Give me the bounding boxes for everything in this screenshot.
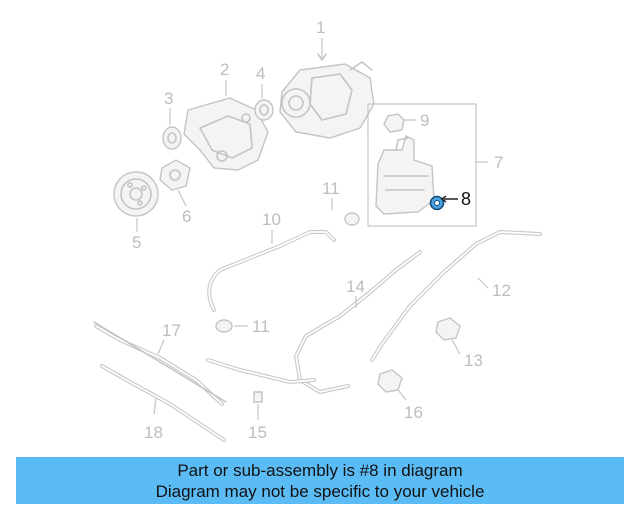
- hose-part-10: [207, 230, 336, 312]
- callout-7: 7: [494, 153, 503, 172]
- clip-part-15: [253, 391, 263, 420]
- gasket-part-6: [159, 159, 191, 207]
- callout-15: 15: [248, 423, 267, 442]
- callout-2: 2: [220, 60, 229, 79]
- pump-part-1: [279, 38, 375, 139]
- callout-1: 1: [316, 18, 325, 37]
- callout-4: 4: [256, 64, 265, 83]
- callout-11-lower: 11: [252, 317, 270, 336]
- callout-9: 9: [420, 111, 429, 130]
- bushing-part-4: [254, 84, 274, 121]
- callout-6: 6: [182, 207, 191, 226]
- caption-banner: Part or sub-assembly is #8 in diagram Di…: [16, 457, 624, 504]
- callout-5: 5: [132, 233, 141, 252]
- cooler-part-17: [93, 321, 227, 406]
- callout-14: 14: [346, 277, 365, 296]
- caption-line-2: Diagram may not be specific to your vehi…: [155, 482, 485, 501]
- callout-13: 13: [464, 351, 483, 370]
- reservoir-part-7: [367, 103, 488, 227]
- bracket-part-2: [183, 80, 269, 171]
- cap-part-9: [383, 113, 416, 133]
- fitting-part-16: [377, 369, 407, 401]
- clamp-part-11-lower: [215, 319, 248, 333]
- bushing-part-3: [162, 108, 182, 150]
- fitting-part-13: [435, 317, 461, 355]
- callout-11-upper: 11: [322, 179, 340, 198]
- callout-17: 17: [162, 321, 181, 340]
- parts-diagram: 1 2 3 4 5 6: [93, 18, 542, 442]
- seal-part-8: [429, 195, 458, 211]
- clamp-part-11-upper: [331, 198, 360, 226]
- cooler-part-18: [100, 364, 226, 442]
- callout-12: 12: [492, 281, 511, 300]
- callout-16: 16: [404, 403, 423, 422]
- callout-10: 10: [262, 210, 281, 229]
- callout-18: 18: [144, 423, 163, 442]
- hose-part-12: [370, 230, 542, 362]
- callout-8: 8: [461, 189, 471, 209]
- hose-part-14: [206, 250, 422, 394]
- caption-line-1: Part or sub-assembly is #8 in diagram: [177, 461, 463, 480]
- pulley-part-5: [113, 171, 159, 232]
- callout-3: 3: [164, 89, 173, 108]
